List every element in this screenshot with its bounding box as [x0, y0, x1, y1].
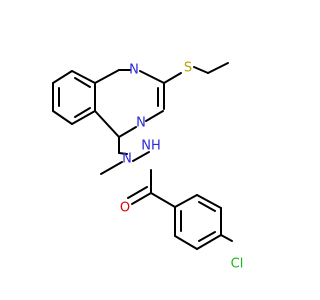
- sulfur-atom-label: S: [184, 61, 192, 76]
- bond: [198, 231, 216, 242]
- bond: [118, 126, 137, 138]
- bond: [196, 194, 222, 209]
- atom-labels: N N S N NH O Cl: [120, 61, 243, 272]
- bond: [150, 192, 176, 208]
- bond: [174, 194, 198, 208]
- bond: [139, 70, 165, 84]
- bond: [94, 69, 120, 84]
- bond: [163, 72, 182, 84]
- molecule-structure: N N S N NH O Cl: [52, 61, 243, 272]
- bond: [71, 110, 96, 125]
- bond: [127, 186, 148, 199]
- bond: [71, 70, 96, 84]
- bond: [132, 151, 150, 162]
- bond: [74, 77, 91, 88]
- bond: [94, 110, 120, 138]
- oxygen-atom-label: O: [120, 201, 130, 216]
- bond: [52, 110, 73, 125]
- bond: [193, 66, 209, 74]
- bond: [52, 70, 73, 84]
- bond: [174, 235, 198, 250]
- nitrogen-atom-label: N: [136, 116, 146, 131]
- molecule-canvas: N N S N NH O Cl: [52, 60, 244, 272]
- bond: [74, 107, 91, 118]
- bond: [220, 234, 233, 242]
- bond: [131, 192, 152, 205]
- nitrogen-hydrogen-label: NH: [141, 139, 161, 154]
- bond: [196, 234, 222, 250]
- bond: [198, 201, 216, 212]
- nitrogen-atom-label: N: [122, 152, 132, 167]
- nitrogen-atom-label: N: [129, 63, 139, 78]
- bond: [145, 110, 164, 122]
- chlorine-atom-label: Cl: [231, 257, 244, 272]
- bond: [207, 62, 229, 74]
- bond: [100, 161, 123, 175]
- bond: [118, 152, 128, 155]
- bond-layer: [52, 62, 233, 250]
